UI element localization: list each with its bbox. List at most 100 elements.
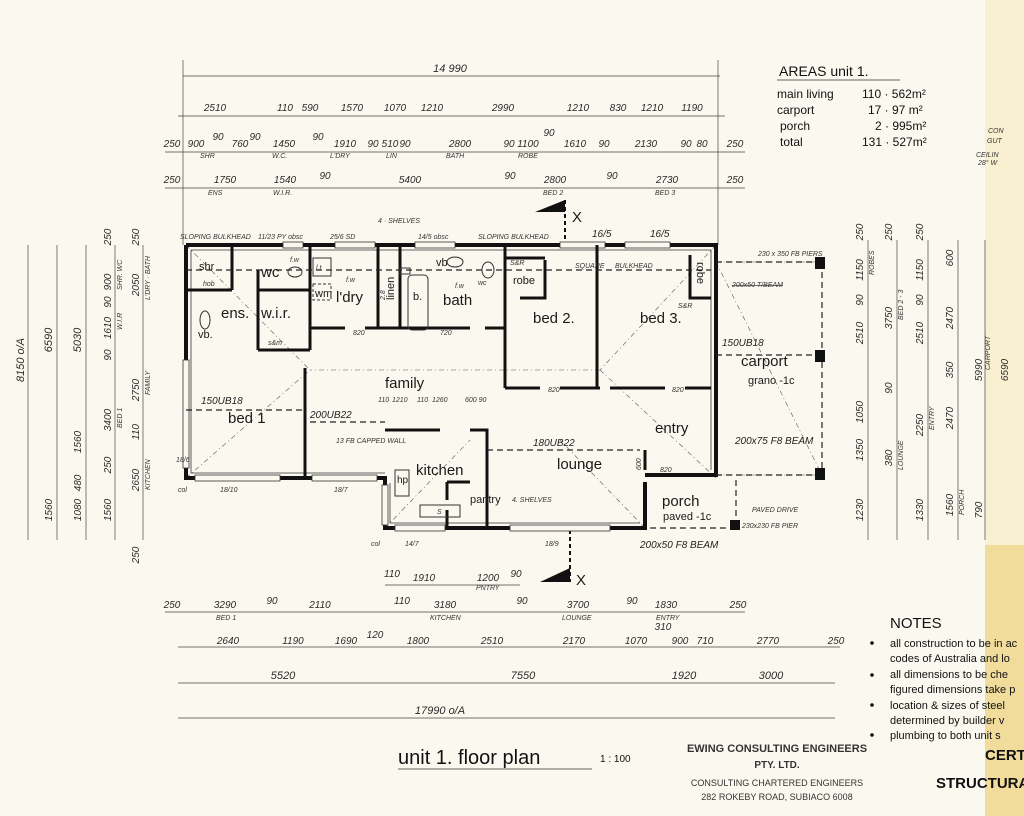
- plan-title: unit 1. floor plan: [398, 747, 540, 769]
- dim-label: 1210: [567, 103, 590, 114]
- dim-label: 90: [855, 294, 866, 306]
- annotation: col: [178, 487, 187, 494]
- room-label-walk-in-robe: w.i.r.: [260, 305, 291, 322]
- dim-label: 900: [103, 273, 114, 290]
- dim-label: 2770: [756, 636, 780, 647]
- room-label-robe: robe: [513, 275, 535, 287]
- annotation: 150UB18: [201, 396, 243, 407]
- dim-label: 2130: [634, 139, 658, 150]
- dim-label: 2470: [945, 306, 956, 330]
- dim-label: 1830: [655, 600, 678, 611]
- stamp-line: PTY. LTD.: [754, 760, 800, 771]
- room-label-sm: s&m: [268, 340, 282, 347]
- room-label-shr: shr: [199, 261, 215, 273]
- dim-label: 110: [131, 424, 142, 440]
- notes-block: NOTES all construction to be in ac codes…: [870, 615, 1024, 792]
- areas-title: AREAS unit 1.: [779, 63, 869, 79]
- note-line: codes of Australia and lo: [890, 653, 1010, 665]
- area-value: 17 · 97 m²: [868, 103, 923, 117]
- area-label: carport: [777, 103, 815, 117]
- dim-label: 90: [103, 296, 114, 308]
- door-width: 820: [353, 330, 365, 337]
- annotation: 200x50 F8 BEAM: [639, 540, 719, 551]
- annotation: 18/9: [545, 541, 559, 548]
- internal-walls: [186, 245, 825, 530]
- dim-label: 2800: [543, 175, 567, 186]
- dim-sublabel: ROBES: [869, 250, 876, 275]
- room-label-sink: S: [437, 509, 442, 516]
- note-line: all construction to be in ac: [890, 638, 1018, 650]
- dim-label: 1150: [855, 259, 866, 281]
- dim-label: 90: [503, 139, 515, 150]
- margin-note: CEILIN: [976, 152, 1000, 159]
- dim-label: 1560: [44, 498, 55, 521]
- dim-label: 1150: [915, 259, 926, 281]
- dim-label: 90: [399, 139, 411, 150]
- annotation: 180UB22: [533, 438, 575, 449]
- margin-note: CON: [988, 128, 1005, 135]
- annotation: 4. SHELVES: [512, 497, 552, 504]
- dim-label: 110: [384, 569, 400, 580]
- room-label-porch: porch: [662, 493, 700, 510]
- dim-sublabel: BATH: [446, 153, 465, 160]
- dim-label: 1560: [73, 430, 84, 453]
- margin-note: GUT: [987, 138, 1003, 145]
- area-value: 110 · 562m²: [862, 87, 926, 101]
- dim-label: 760: [232, 139, 249, 150]
- dim-sublabel: FAMILY: [145, 370, 152, 395]
- dim-label: 900: [672, 636, 689, 647]
- dim-label: 90: [915, 294, 926, 306]
- room-label-family: family: [385, 375, 425, 392]
- dim-sublabel: LOUNGE: [562, 615, 592, 622]
- dim-label: 80: [696, 139, 708, 150]
- dim-label: 250: [103, 456, 114, 474]
- top-dimensions: 14 990 2510 110 590 1570 1070 1210 2990 …: [163, 60, 745, 245]
- dim-sublabel: BED 3: [655, 190, 675, 197]
- dim-label: 90: [680, 139, 692, 150]
- room-label-hob: hob: [203, 281, 215, 288]
- dim-label: 2990: [491, 103, 515, 114]
- dim-label: 90: [266, 596, 278, 607]
- dim-label: 90: [312, 132, 324, 143]
- dim-label: 2250: [915, 413, 926, 437]
- room-labels: shr hob wc f.w ens. w.i.r. s&m vb. l.t w…: [198, 257, 795, 523]
- dim-label: 90: [319, 171, 331, 182]
- annotation: 18/7: [334, 487, 349, 494]
- dim-label: 250: [163, 600, 181, 611]
- dim-label: 3180: [434, 600, 457, 611]
- dim-label: 350: [945, 361, 956, 378]
- area-value: 131 · 527m²: [862, 135, 927, 149]
- dim-label: 1540: [274, 175, 297, 186]
- dim-label: 790: [974, 501, 985, 518]
- dim-label: 2510: [203, 103, 227, 114]
- dim-sublabel: W.I.R.: [273, 190, 292, 197]
- annotation: 150UB18: [722, 338, 764, 349]
- room-label-vb: vb.: [198, 329, 213, 341]
- dim-label: 90: [367, 139, 379, 150]
- dim-sublabel: L'DRY · BATH: [145, 255, 152, 300]
- annotation: 4 · SHELVES: [378, 218, 420, 225]
- dim-label: 1920: [672, 670, 697, 682]
- dim-label: 1050: [855, 400, 866, 423]
- door-width: 720: [440, 330, 452, 337]
- dim-label: 90: [510, 569, 522, 580]
- section-marker-label: X: [576, 572, 586, 589]
- plan-annotations: SQUARE BULKHEAD 200x50 T/BEAM 150UB18 15…: [176, 263, 814, 551]
- annotation: 16/5: [592, 229, 612, 240]
- dim-sublabel: W.C.: [272, 153, 287, 160]
- annotation: 18/10: [220, 487, 238, 494]
- room-label-bed-1: bed 1: [228, 410, 266, 427]
- dim-label: 1910: [334, 139, 357, 150]
- dim-label: 250: [163, 139, 181, 150]
- section-marker-bottom: X: [540, 530, 586, 589]
- dim-label: 90: [606, 171, 618, 182]
- dim-sublabel: ENTRY: [656, 615, 681, 622]
- annotation: 230 x 350 FB PIERS: [757, 251, 823, 258]
- dim-sublabel: KITCHEN: [145, 458, 152, 490]
- dim-label: 3290: [214, 600, 237, 611]
- dim-label: 1210: [392, 397, 408, 404]
- dim-label: 1560: [945, 493, 956, 516]
- dim-label: 110: [394, 596, 410, 607]
